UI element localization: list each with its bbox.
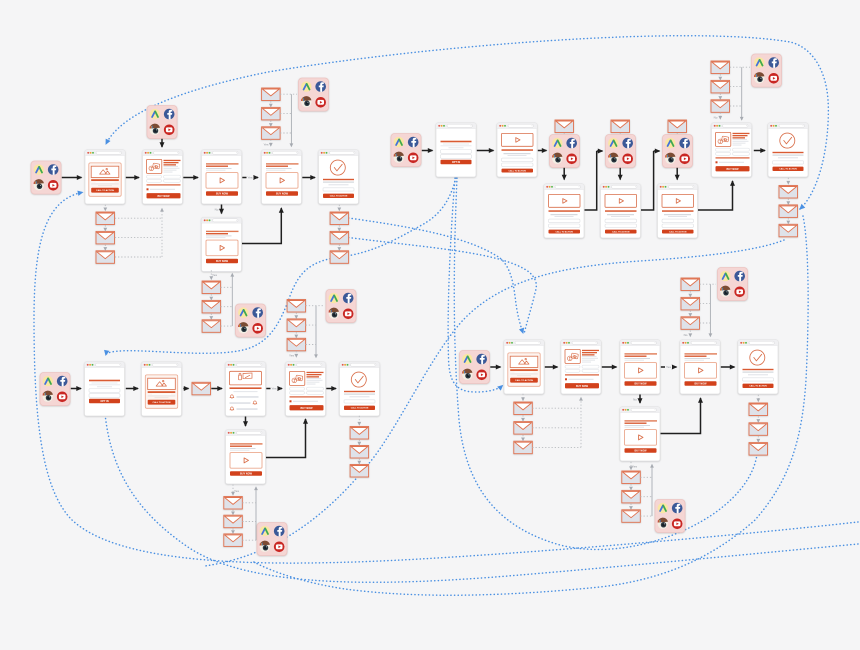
svg-text:Yes: Yes xyxy=(272,387,277,391)
svg-text:Yes: Yes xyxy=(666,365,671,369)
svg-text:No: No xyxy=(684,333,688,337)
svg-text:No: No xyxy=(633,398,637,402)
svg-text:Yes: Yes xyxy=(264,142,269,146)
svg-text:Yes: Yes xyxy=(212,273,217,277)
svg-text:Yes: Yes xyxy=(632,465,637,469)
svg-text:No: No xyxy=(714,115,718,119)
svg-text:Yes: Yes xyxy=(248,176,253,180)
svg-text:No: No xyxy=(215,208,219,212)
svg-text:Yes: Yes xyxy=(234,489,239,493)
svg-text:Yes: Yes xyxy=(289,353,294,357)
